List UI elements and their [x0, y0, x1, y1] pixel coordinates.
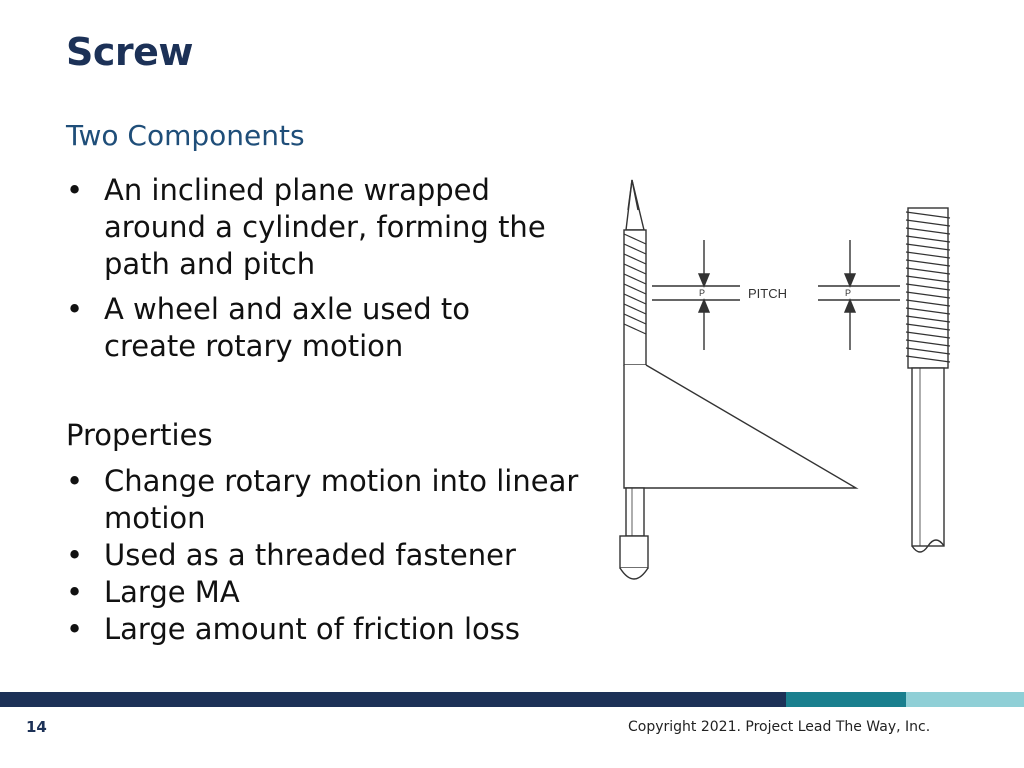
list-item: An inclined plane wrapped around a cylin…	[66, 172, 566, 283]
pitch-marker-left	[652, 240, 740, 350]
screw-diagram: P PITCH P	[619, 179, 951, 580]
copyright-text: Copyright 2021. Project Lead The Way, In…	[628, 719, 931, 735]
footer-bar-navy	[0, 692, 786, 707]
list-item: A wheel and axle used to create rotary m…	[66, 291, 566, 365]
pitch-label: PITCH	[748, 286, 787, 301]
slide-subtitle: Two Components	[66, 119, 305, 152]
cylinder-with-wrapped-plane	[619, 179, 859, 580]
list-item: Large amount of friction loss	[66, 611, 586, 648]
p-label-right: P	[845, 288, 851, 298]
pitch-marker-right	[818, 240, 900, 350]
p-label-left: P	[699, 288, 705, 298]
page-number: 14	[26, 718, 47, 736]
properties-list: Change rotary motion into linear motion …	[66, 463, 586, 648]
footer-bar-light	[906, 692, 1024, 707]
components-list: An inclined plane wrapped around a cylin…	[66, 172, 566, 373]
list-item: Change rotary motion into linear motion	[66, 463, 586, 537]
slide-title: Screw	[66, 30, 194, 74]
properties-heading: Properties	[66, 418, 213, 452]
threaded-screw	[905, 207, 951, 553]
list-item: Large MA	[66, 574, 586, 611]
footer-color-bars	[0, 692, 1024, 707]
list-item: Used as a threaded fastener	[66, 537, 586, 574]
footer-bar-teal	[786, 692, 906, 707]
